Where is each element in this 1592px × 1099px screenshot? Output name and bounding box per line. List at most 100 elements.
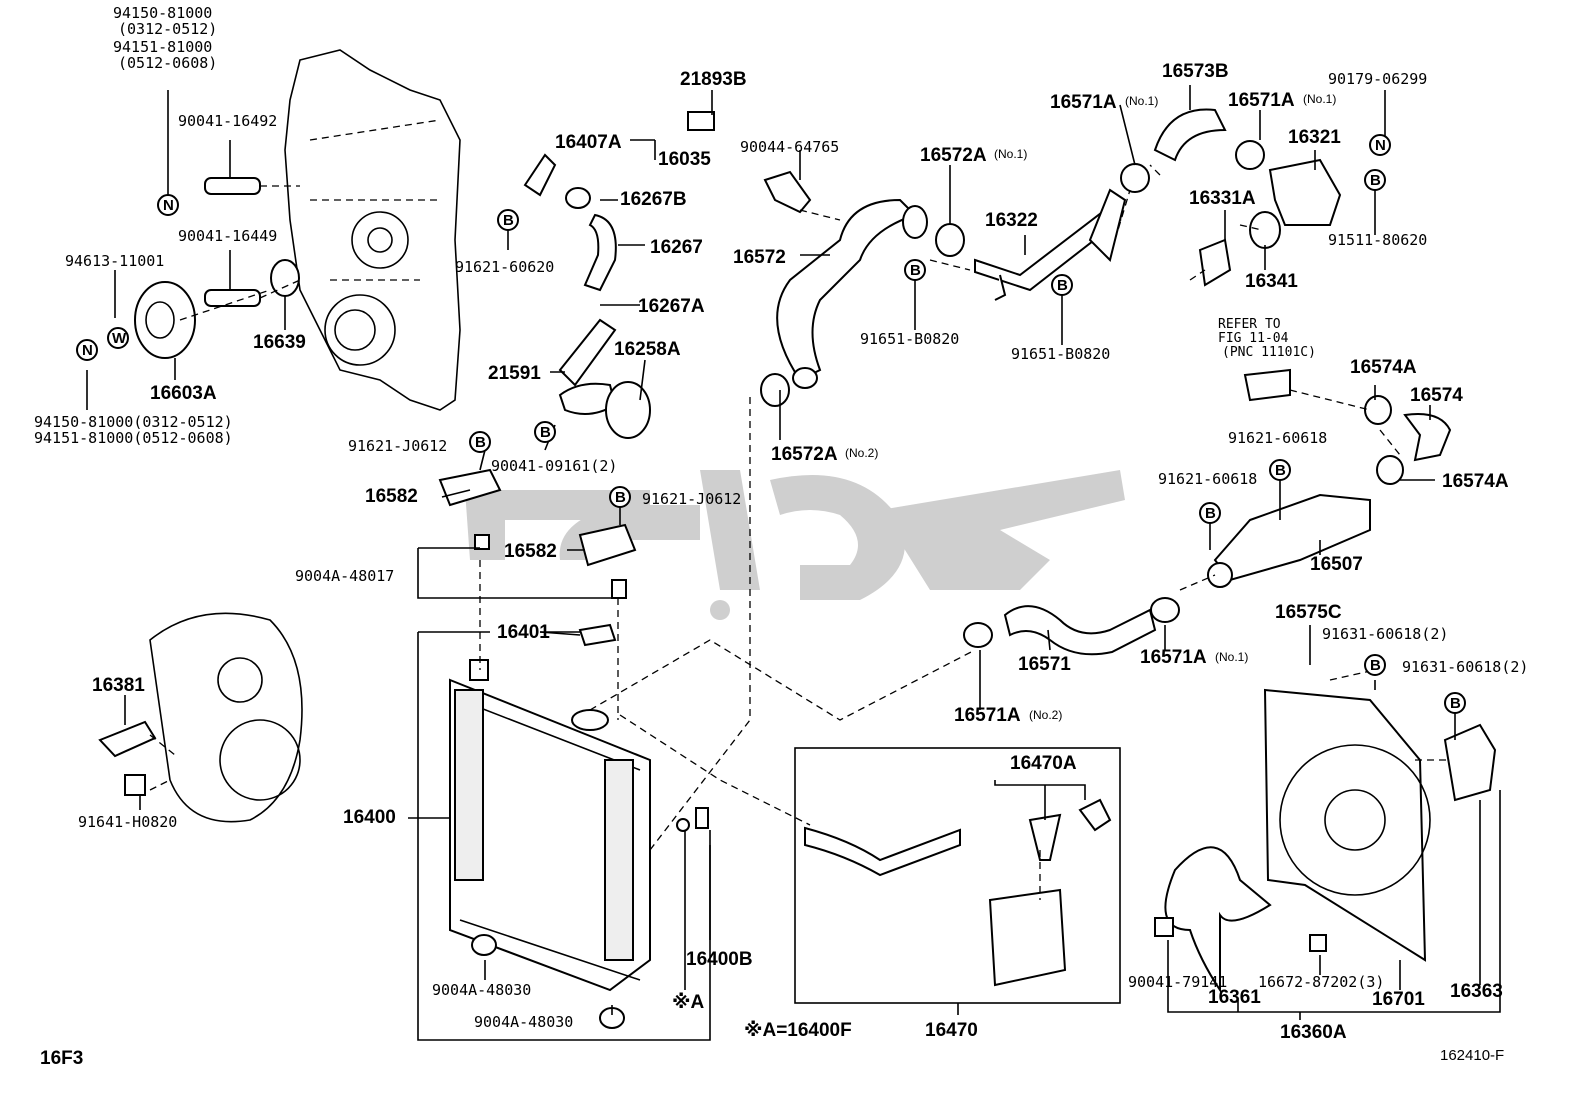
label-94150-bottom: 94150-81000(0312-0512) <box>34 413 233 431</box>
label-91641-H0820: 91641-H0820 <box>78 813 178 831</box>
marker-b-11: B <box>1450 695 1461 712</box>
label-16639: 16639 <box>253 332 306 353</box>
label-16407A: 16407A <box>555 132 622 153</box>
label-16035: 16035 <box>658 149 711 170</box>
label-162410F: 162410-F <box>1440 1047 1505 1064</box>
label-16331A: 16331A <box>1189 188 1256 209</box>
label-9004A-48017: 9004A-48017 <box>295 567 395 585</box>
marker-b-5: B <box>910 262 921 279</box>
marker-b-6: B <box>1057 277 1068 294</box>
label-16571A-a: 16571A <box>1050 92 1117 113</box>
label-16400: 16400 <box>343 807 396 828</box>
label-16381: 16381 <box>92 675 145 696</box>
label-16582-b: 16582 <box>504 541 557 562</box>
label-91511-80620: 91511-80620 <box>1328 231 1428 249</box>
label-16582-a: 16582 <box>365 486 418 507</box>
heater-hose-drawing <box>1207 368 1452 588</box>
label-16672-87202: 16672-87202(3) <box>1258 973 1385 991</box>
label-91631-60618-b: 91631-60618(2) <box>1402 658 1529 676</box>
label-94150-range-top: (0312-0512) <box>118 20 218 38</box>
label-94151-range-top: (0512-0608) <box>118 54 218 72</box>
label-91621-J0612-b: 91621-J0612 <box>642 490 742 508</box>
marker-b-3: B <box>475 434 486 451</box>
label-16322: 16322 <box>985 210 1038 231</box>
label-16701: 16701 <box>1372 989 1425 1010</box>
pump-drawing <box>98 612 303 823</box>
label-16F3: 16F3 <box>40 1048 84 1069</box>
water-pipe-drawing <box>974 188 1127 301</box>
label-16571A-d: 16571A <box>954 705 1021 726</box>
watermark-logo <box>465 470 1125 620</box>
marker-b-1: B <box>503 212 514 229</box>
label-xa-note: ※A=16400F <box>744 1020 852 1041</box>
label-no1-c: (No.1) <box>1303 92 1337 106</box>
marker-b-9: B <box>1205 505 1216 522</box>
label-94151-81000-top: 94151-81000 <box>113 38 213 56</box>
label-xa: ※A <box>672 992 705 1013</box>
marker-b-8: B <box>1275 462 1286 479</box>
label-16574A-b: 16574A <box>1442 471 1509 492</box>
label-16258A: 16258A <box>614 339 681 360</box>
label-16267B: 16267B <box>620 189 687 210</box>
reservoir-box <box>794 747 1121 1004</box>
label-16470: 16470 <box>925 1020 978 1041</box>
marker-n-3: N <box>1375 137 1386 154</box>
label-16267A: 16267A <box>638 296 705 317</box>
label-no2-b: (No.2) <box>1029 708 1063 722</box>
label-21591: 21591 <box>488 363 541 384</box>
label-no1-b: (No.1) <box>1125 94 1159 108</box>
marker-b-7: B <box>1370 172 1381 189</box>
refer-line-3: (PNC 11101C) <box>1222 345 1316 360</box>
label-91621-60618-b: 91621-60618 <box>1158 470 1258 488</box>
label-90041-16449: 90041-16449 <box>178 227 278 245</box>
marker-b-2: B <box>540 424 551 441</box>
label-no1-d: (No.1) <box>1215 650 1249 664</box>
label-91621-60618-a: 91621-60618 <box>1228 429 1328 447</box>
label-16341: 16341 <box>1245 271 1298 292</box>
label-16572A-no2: 16572A <box>771 444 838 465</box>
label-94150-81000-top: 94150-81000 <box>113 4 213 22</box>
label-16571A-c: 16571A <box>1140 647 1207 668</box>
label-16267: 16267 <box>650 237 703 258</box>
label-16507: 16507 <box>1310 554 1363 575</box>
label-16575C: 16575C <box>1275 602 1342 623</box>
label-16470A: 16470A <box>1010 753 1077 774</box>
dashed-connections <box>149 164 1450 900</box>
upper-hose-drawing <box>760 170 965 407</box>
timing-cover-drawing <box>284 49 461 411</box>
label-16603A: 16603A <box>150 383 217 404</box>
label-no1-a: (No.1) <box>994 147 1028 161</box>
marker-b-4: B <box>615 489 626 506</box>
label-9004A-48030-a: 9004A-48030 <box>432 981 532 999</box>
label-91651-B0820-a: 91651-B0820 <box>860 330 960 348</box>
idler-pulley-drawing <box>134 177 301 359</box>
fan-group-bracket <box>1167 790 1501 1013</box>
label-16572A-no1: 16572A <box>920 145 987 166</box>
label-91621-60620: 91621-60620 <box>455 258 555 276</box>
label-91621-J0612-a: 91621-J0612 <box>348 437 448 455</box>
label-90041-16492: 90041-16492 <box>178 112 278 130</box>
bypass-hose-drawing <box>523 111 715 439</box>
marker-n-1: N <box>163 197 174 214</box>
label-90044-64765: 90044-64765 <box>740 138 840 156</box>
refer-line-1: REFER TO <box>1218 317 1281 332</box>
label-91631-60618-a: 91631-60618(2) <box>1322 625 1449 643</box>
radiator-drawing <box>438 468 709 1029</box>
label-16571A-b: 16571A <box>1228 90 1295 111</box>
label-16401: 16401 <box>497 622 550 643</box>
label-21893B: 21893B <box>680 69 747 90</box>
refer-line-2: FIG 11-04 <box>1218 331 1289 346</box>
fan-shroud-drawing <box>1154 688 1497 994</box>
label-90041-79141: 90041-79141 <box>1128 973 1228 991</box>
label-16321: 16321 <box>1288 127 1341 148</box>
label-16573B: 16573B <box>1162 61 1229 82</box>
marker-b-10: B <box>1370 657 1381 674</box>
label-9004A-48030-b: 9004A-48030 <box>474 1013 574 1031</box>
label-16400B: 16400B <box>686 949 753 970</box>
label-16361: 16361 <box>1208 987 1261 1008</box>
lower-hose-drawing <box>963 597 1180 656</box>
label-90179-06299: 90179-06299 <box>1328 70 1428 88</box>
label-90041-09161: 90041-09161(2) <box>491 457 618 475</box>
